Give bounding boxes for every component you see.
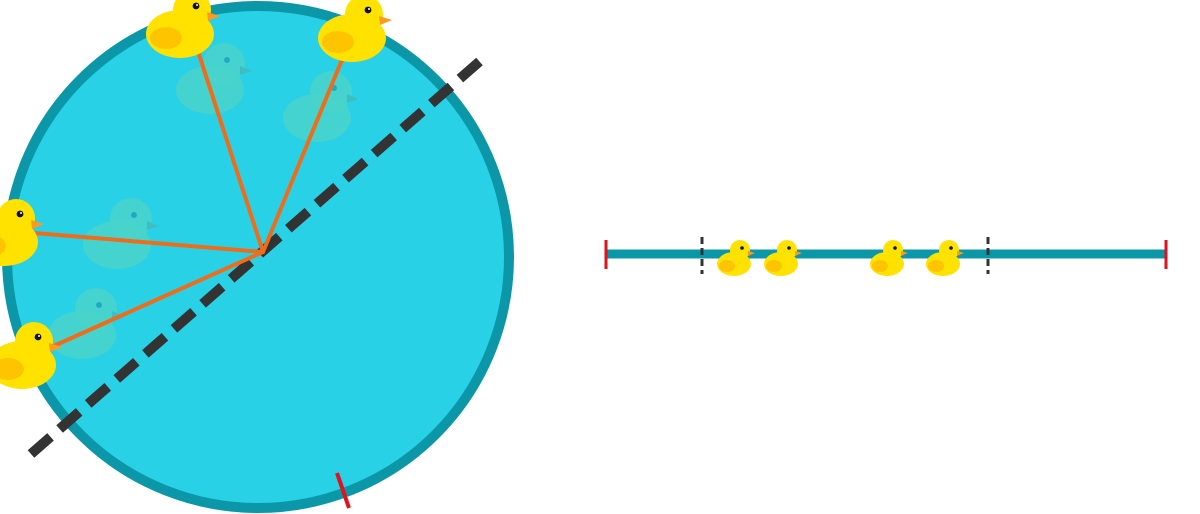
number-line-group (604, 237, 1168, 276)
ray-4 (45, 250, 265, 351)
pool-cut-marker (335, 472, 351, 509)
ray-3 (32, 231, 265, 254)
ray-1 (193, 40, 265, 254)
ray-2 (261, 48, 348, 254)
pool-circle (2, 1, 514, 513)
rays (32, 40, 348, 351)
cut-line (27, 50, 492, 458)
pool-group (0, 0, 514, 513)
